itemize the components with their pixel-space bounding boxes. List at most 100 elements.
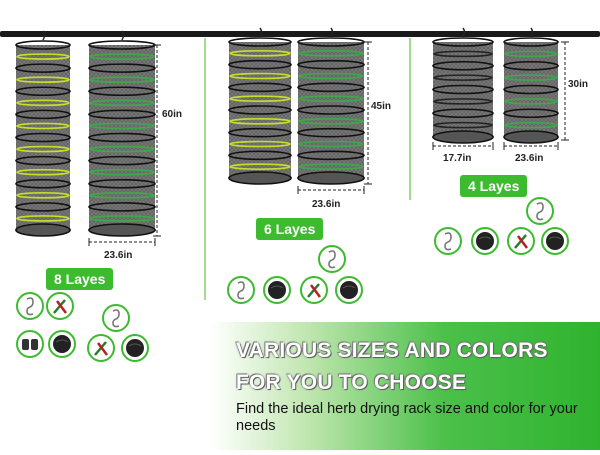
rack-base (88, 223, 156, 237)
rack-hook (121, 30, 125, 41)
height-label-6: 45in (371, 101, 392, 112)
height-dimension-8 (153, 44, 161, 237)
layers-badge-8: 8 Layes (46, 268, 114, 290)
width-dimension-8 (88, 238, 156, 246)
rack-band (16, 145, 70, 153)
rack-ring (503, 60, 559, 71)
rack-ring (228, 37, 292, 47)
rack-ring (503, 108, 559, 119)
gloves-icon (16, 330, 44, 358)
rack-band (16, 99, 70, 107)
rack-base (297, 171, 365, 185)
rack-ring (228, 59, 292, 70)
rack-hook (42, 30, 46, 41)
rack-8-yellow (15, 30, 71, 237)
s-hook-icon (16, 292, 44, 320)
width-label-4-small: 17.7in (443, 153, 472, 164)
rack-ring (15, 109, 71, 120)
pruning-shears-icon (507, 227, 535, 255)
s-hook-icon (526, 197, 554, 225)
rack-band (89, 145, 155, 153)
rack-ring (228, 105, 292, 115)
storage-bag-icon (541, 227, 569, 255)
rack-band (16, 122, 70, 130)
height-dimension-4 (561, 41, 569, 141)
rack-band (433, 121, 493, 129)
rack-band (89, 99, 155, 107)
rack-hook (259, 27, 263, 38)
rack-band (229, 72, 291, 80)
promo-gradient-panel (210, 322, 600, 450)
rack-ring (15, 155, 71, 166)
rack-ring (15, 132, 71, 143)
storage-bag-icon (471, 227, 499, 255)
rack-ring (88, 155, 156, 166)
rack-band (229, 140, 291, 148)
s-hook-icon (434, 227, 462, 255)
rack-band (16, 215, 70, 222)
rack-ring (432, 37, 494, 47)
subtext: Find the ideal herb drying rack size and… (236, 401, 578, 434)
rack-ring (297, 150, 365, 161)
rack-mesh (298, 42, 364, 178)
rack-ring (15, 63, 71, 73)
rack-band (504, 50, 558, 58)
pruning-shears-icon (46, 292, 74, 320)
rack-hook (330, 27, 334, 38)
rack-band (89, 215, 155, 222)
width-dimension-4-small (432, 142, 494, 150)
s-hook-icon (227, 276, 255, 304)
rack-ring (432, 60, 494, 71)
storage-bag-icon (335, 276, 363, 304)
rack-band (433, 74, 493, 81)
rack-ring (503, 37, 559, 47)
rack-4-green (503, 27, 559, 144)
height-label-4: 30in (568, 79, 589, 90)
rack-ring (297, 105, 365, 115)
width-label-4: 23.6in (515, 153, 544, 164)
width-dimension-6 (297, 186, 365, 194)
rack-ring (297, 82, 365, 93)
rack-6-yellow (228, 27, 292, 185)
pruning-shears-icon (300, 276, 328, 304)
rack-band (16, 192, 70, 199)
layers-badge-6: 6 Layes (256, 218, 324, 240)
layers-badge-4: 4 Layes (460, 175, 528, 197)
rack-hook (462, 27, 466, 38)
rack-band (16, 53, 70, 60)
rack-band (504, 121, 558, 129)
rack-ring (432, 84, 494, 95)
rack-band (298, 95, 364, 102)
storage-bag-icon (121, 334, 149, 362)
rack-ring (297, 59, 365, 70)
rack-ring (432, 108, 494, 119)
rack-mesh (16, 45, 70, 230)
rack-ring (88, 109, 156, 120)
rack-ring (15, 178, 71, 189)
rack-ring (297, 127, 365, 138)
storage-bag-icon (263, 276, 291, 304)
rack-band (504, 74, 558, 81)
rack-band (298, 72, 364, 80)
rack-ring (228, 127, 292, 138)
rack-ring (88, 202, 156, 212)
width-label-6: 23.6in (312, 199, 341, 210)
rack-band (89, 76, 155, 83)
hanging-pole (0, 31, 600, 37)
headline-line-2: FOR YOU TO CHOOSE (236, 371, 467, 394)
rack-mesh (89, 45, 155, 230)
rack-ring (88, 178, 156, 189)
height-dimension-6 (364, 41, 372, 185)
rack-mesh (504, 42, 558, 137)
rack-ring (15, 86, 71, 97)
height-label-8: 60in (162, 109, 183, 120)
rack-band (89, 53, 155, 60)
width-label-8: 23.6in (104, 250, 133, 261)
rack-ring (228, 150, 292, 161)
s-hook-icon (318, 245, 346, 273)
rack-band (433, 98, 493, 105)
rack-mesh (433, 42, 493, 137)
headline-line-1: VARIOUS SIZES AND COLORS (236, 339, 548, 362)
